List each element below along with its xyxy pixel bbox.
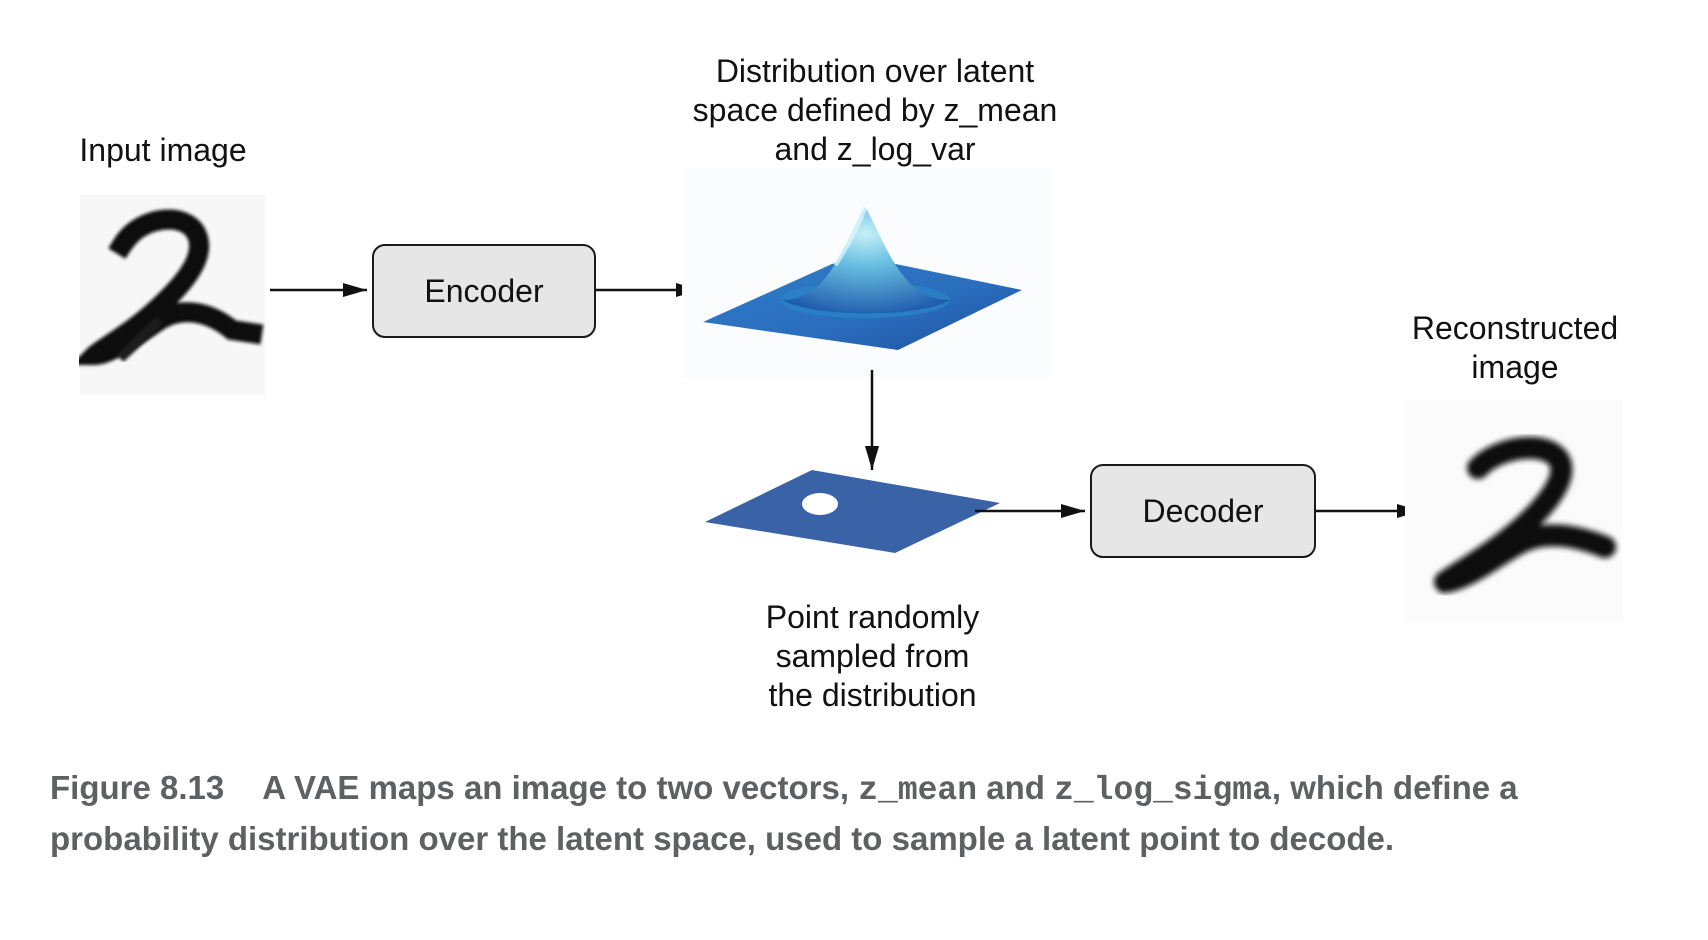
input-digit-image [70, 195, 265, 395]
gaussian-surface-icon [682, 168, 1050, 378]
reconstructed-digit-image [1405, 400, 1623, 622]
reconstructed-image-label: Reconstructed image [1411, 310, 1619, 385]
decoder-label: Decoder [1142, 492, 1264, 529]
sampled-point-label: Point randomly sampled from the distribu… [765, 599, 980, 713]
decoder-box: Decoder [1090, 464, 1316, 558]
encoder-label: Encoder [424, 272, 544, 309]
sampled-point [802, 493, 838, 515]
caption-code-z-log-sigma: z_log_sigma [1054, 772, 1272, 809]
input-image-label: Input image [79, 132, 247, 168]
caption-code-z-mean: z_mean [858, 772, 978, 809]
caption-text-1: A VAE maps an image to two vectors, [262, 769, 859, 806]
latent-plane-icon [705, 470, 1000, 553]
caption-text-2: and [977, 769, 1055, 806]
distribution-label: Distribution over latent space defined b… [692, 53, 1058, 167]
figure-caption: Figure 8.13 A VAE maps an image to two ve… [50, 764, 1670, 863]
encoder-box: Encoder [372, 244, 596, 338]
caption-text-3: , which define a probability distributio… [50, 769, 1518, 857]
figure-number: Figure 8.13 [50, 769, 225, 806]
